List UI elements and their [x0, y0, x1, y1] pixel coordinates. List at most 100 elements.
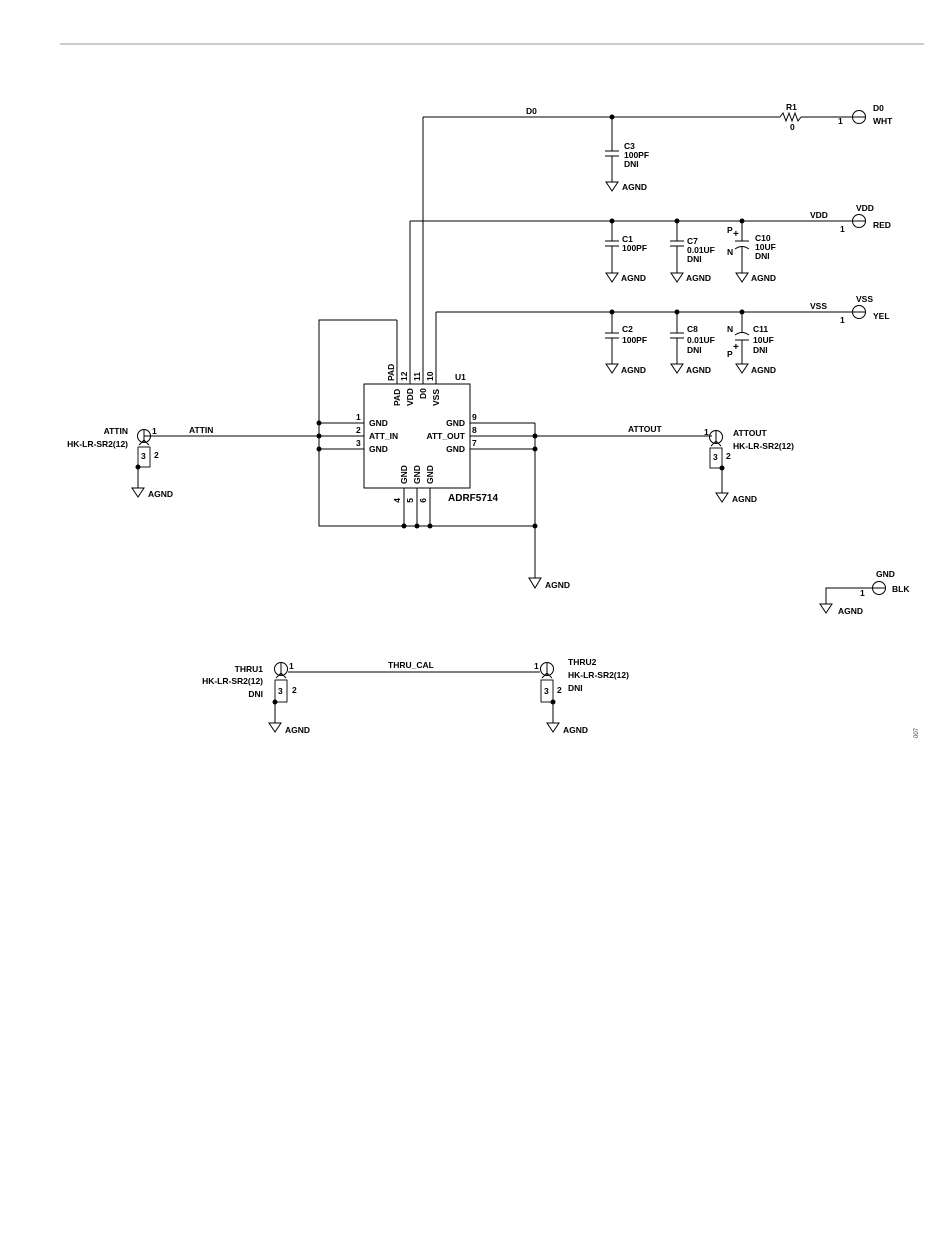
ic-ref: U1	[455, 372, 466, 382]
test-point-pin: 1	[860, 588, 865, 598]
pin-number: 10	[425, 371, 435, 381]
pin-name: D0	[418, 388, 428, 399]
ground-label: AGND	[751, 365, 776, 375]
connector-pin2: 2	[726, 451, 731, 461]
pin-name: PAD	[392, 389, 402, 406]
cap-neg-label: N	[727, 324, 733, 334]
ground-label: AGND	[751, 273, 776, 283]
pin-name: GND	[446, 418, 465, 428]
ground-label: AGND	[545, 580, 570, 590]
cap-note: DNI	[624, 159, 639, 169]
ground-label: AGND	[621, 273, 646, 283]
pin-number: 6	[418, 498, 428, 503]
net-vss: VSS 1 VSS YEL AGND C2 100PF AGND C8 0.01…	[436, 294, 890, 375]
pin-name: GND	[369, 418, 388, 428]
pin-name: VSS	[431, 389, 441, 406]
cap-ref: C3	[624, 141, 635, 151]
pin-name: GND	[399, 465, 409, 484]
connector-pin3: 3	[713, 452, 718, 462]
connector-ref: THRU1	[235, 664, 264, 674]
pin-number: 11	[412, 372, 422, 381]
cap-value: 0.01UF	[687, 245, 715, 255]
cap-ref: C1	[622, 234, 633, 244]
test-point-pin: 1	[840, 315, 845, 325]
test-point-name: GND	[876, 569, 895, 579]
pin-number: 2	[356, 425, 361, 435]
cap-note: DNI	[753, 345, 768, 355]
connector-part: HK-LR-SR2(12)	[733, 441, 794, 451]
cap-value: 100PF	[624, 150, 649, 160]
cap-plus-sign: +	[733, 342, 739, 353]
connector-pin3: 3	[278, 686, 283, 696]
pin-name: VDD	[405, 388, 415, 406]
test-point-color: YEL	[873, 311, 890, 321]
pin-number: 9	[472, 412, 477, 422]
ground-label: AGND	[686, 273, 711, 283]
cap-pos-label: P	[727, 349, 733, 359]
net-label-attin: ATTIN	[189, 425, 213, 435]
connector-attin: AGND 1 3 2 ATTIN HK-LR-SR2(12) ATTIN	[67, 425, 213, 499]
net-label-vdd: VDD	[810, 210, 828, 220]
cap-ref: C10	[755, 233, 771, 243]
cap-neg-label: N	[727, 247, 733, 257]
pin-name: GND	[446, 444, 465, 454]
ground-label: AGND	[732, 494, 757, 504]
resistor-r1	[779, 111, 802, 123]
test-point-color: RED	[873, 220, 891, 230]
ground-symbol	[605, 181, 619, 192]
connector-thru2: AGND 1 3 2 THRU2 HK-LR-SR2(12) DNI	[534, 657, 629, 735]
resistor-value: 0	[790, 122, 795, 132]
cap-pos-label: P	[727, 225, 733, 235]
ic-u1: U1 ADRF5714 1 2 3 GND ATT_IN GND 9 8 7 G…	[144, 117, 712, 526]
test-point-gnd: AGND 1 GND BLK	[819, 569, 910, 616]
net-label-thru-cal: THRU_CAL	[388, 660, 434, 670]
connector-pin1: 1	[534, 661, 539, 671]
connector-ref: ATTOUT	[733, 428, 767, 438]
cap-value: 100PF	[622, 243, 647, 253]
pin-number: 12	[399, 371, 409, 381]
test-point-pin: 1	[840, 224, 845, 234]
cap-note: DNI	[687, 345, 702, 355]
pin-number: 5	[405, 498, 415, 503]
net-label-attout: ATTOUT	[628, 424, 662, 434]
pin-number: 1	[356, 412, 361, 422]
connector-pin1: 1	[704, 427, 709, 437]
pin-name: ATT_IN	[369, 431, 398, 441]
test-point-pin: 1	[838, 116, 843, 126]
cap-ref: C11	[753, 324, 768, 334]
cap-value: 0.01UF	[687, 335, 715, 345]
connector-part: HK-LR-SR2(12)	[67, 439, 128, 449]
cap-ref: C7	[687, 236, 698, 246]
test-point-name: D0	[873, 103, 884, 113]
net-label-vss: VSS	[810, 301, 827, 311]
ground-label: AGND	[563, 725, 588, 735]
net-label-d0: D0	[526, 106, 537, 116]
connector-ref: ATTIN	[104, 426, 128, 436]
ground-wiring: AGND	[316, 319, 570, 590]
ground-label: AGND	[622, 182, 647, 192]
net-vdd: VDD 1 VDD RED AGND C1 100PF AGND C7 0.01…	[410, 203, 891, 283]
ground-symbol	[528, 577, 542, 589]
resistor-ref: R1	[786, 102, 797, 112]
cap-note: DNI	[687, 254, 702, 264]
connector-attout: AGND 1 3 2 ATTOUT HK-LR-SR2(12) ATTOUT	[628, 424, 794, 504]
connector-pin2: 2	[292, 685, 297, 695]
ground-label: AGND	[148, 489, 173, 499]
ground-label: AGND	[621, 365, 646, 375]
pin-number: 7	[472, 438, 477, 448]
cap-value: 100PF	[622, 335, 647, 345]
ground-label: AGND	[686, 365, 711, 375]
connector-pin1: 1	[152, 426, 157, 436]
pin-name: ATT_OUT	[426, 431, 465, 441]
connector-ref: THRU2	[568, 657, 597, 667]
ground-label: AGND	[285, 725, 310, 735]
net-d0: D0 R1 0 1 D0 WHT AGND C3 100PF DNI	[423, 102, 893, 192]
pin-number: 4	[392, 498, 402, 503]
test-point-name: VSS	[856, 294, 873, 304]
connector-note: DNI	[568, 683, 583, 693]
cap-value: 10UF	[753, 335, 774, 345]
pin-name: GND	[412, 465, 422, 484]
pin-number: 8	[472, 425, 477, 435]
pin-number: PAD	[386, 364, 396, 381]
